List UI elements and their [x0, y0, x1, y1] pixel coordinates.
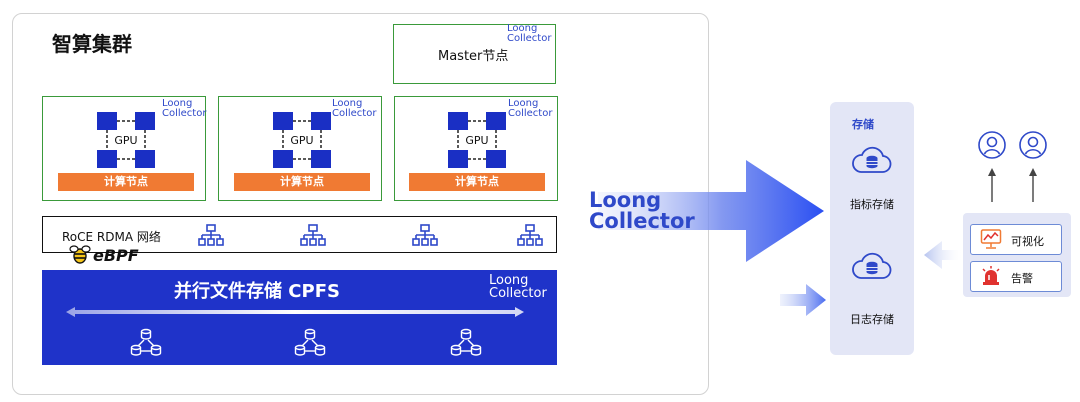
storage-title: 存储 — [852, 118, 874, 131]
gpu-label: GPU — [114, 134, 138, 147]
compute-label: 计算节点 — [409, 173, 545, 191]
alert-label: 告警 — [1011, 272, 1033, 285]
cloud-database-icon — [852, 252, 892, 279]
log-flow-arrow — [780, 284, 826, 316]
cpfs-data-flow-arrow — [66, 307, 524, 317]
cpfs-title: 并行文件存储 CPFS — [174, 281, 340, 302]
data-flow-arrow — [598, 160, 824, 262]
ebpf-label: eBPF — [93, 246, 139, 265]
database-cluster-icon — [130, 328, 162, 356]
gpu-label: GPU — [290, 134, 314, 147]
compute-label: 计算节点 — [58, 173, 194, 191]
gpu-icon — [273, 112, 331, 168]
up-arrow-icon — [1029, 168, 1037, 202]
visualize-label: 可视化 — [1011, 235, 1044, 248]
up-arrow-icon — [988, 168, 996, 202]
gpu-icon — [97, 112, 155, 168]
master-node — [393, 24, 556, 84]
gpu-icon — [448, 112, 506, 168]
compute-label: 计算节点 — [234, 173, 370, 191]
cluster-title: 智算集群 — [52, 32, 132, 56]
metrics-storage-label: 指标存储 — [850, 198, 894, 211]
database-cluster-icon — [294, 328, 326, 356]
database-cluster-icon — [450, 328, 482, 356]
bee-icon — [69, 245, 91, 264]
storage-panel — [830, 102, 914, 355]
cloud-database-icon — [852, 146, 892, 173]
network-bar — [42, 216, 557, 253]
network-topology-icon — [412, 224, 438, 246]
alarm-icon — [982, 266, 1000, 285]
logs-storage-label: 日志存储 — [850, 313, 894, 326]
network-label: RoCE RDMA 网络 — [62, 230, 161, 244]
visualization-icon — [980, 229, 1002, 249]
visualize-button[interactable] — [970, 224, 1062, 255]
feedback-arrow — [924, 241, 964, 269]
master-label: Master节点 — [438, 49, 509, 64]
gpu-label: GPU — [465, 134, 489, 147]
user-icon — [1019, 131, 1047, 159]
network-topology-icon — [198, 224, 224, 246]
network-topology-icon — [517, 224, 543, 246]
network-topology-icon — [300, 224, 326, 246]
user-icon — [978, 131, 1006, 159]
